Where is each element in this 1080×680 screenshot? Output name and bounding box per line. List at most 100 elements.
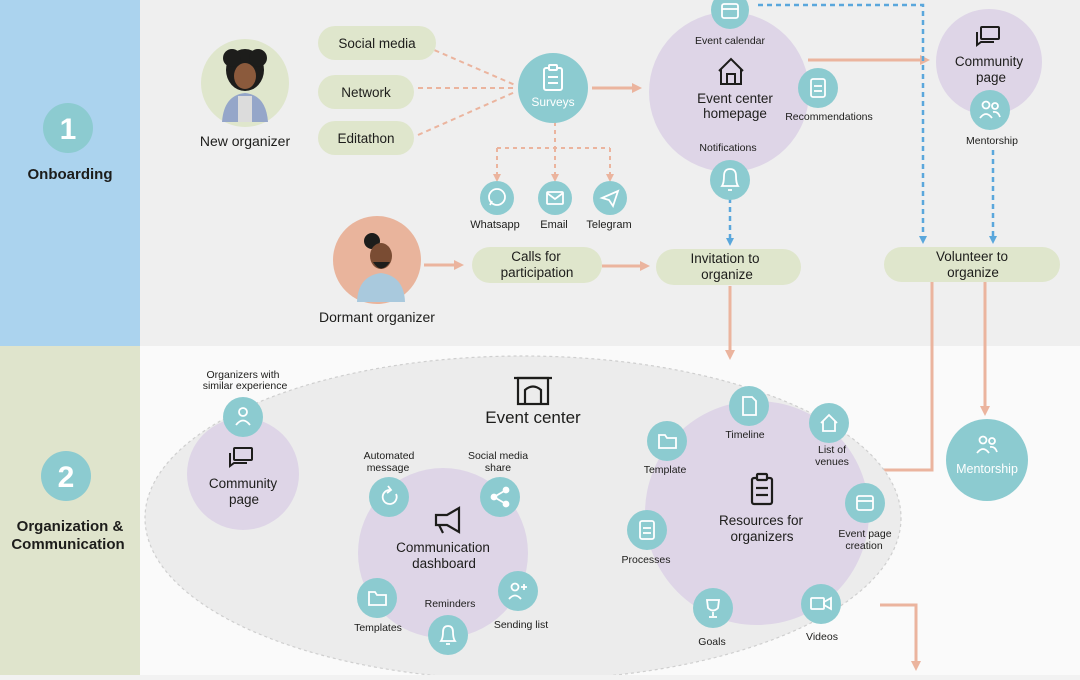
- trophy-icon: [705, 599, 721, 618]
- community-page-top-line1: Community: [955, 54, 1024, 69]
- automated-message-node: [369, 477, 409, 517]
- chat-bubbles-icon: [976, 26, 1000, 47]
- sending-list-node: [498, 571, 538, 611]
- person-icon: [235, 407, 251, 426]
- dashboard-line1: Communication: [396, 540, 490, 555]
- clipboard-icon: [750, 472, 774, 506]
- pill-social-media-label: Social media: [338, 36, 416, 51]
- calendar-icon: [721, 3, 739, 19]
- event-center-homepage-line2: homepage: [703, 106, 767, 121]
- people-icon: [979, 100, 1001, 119]
- automated-line2: message: [367, 462, 410, 474]
- event-calendar-node: [711, 0, 749, 29]
- house-icon: [718, 57, 744, 85]
- clipboard-icon: [543, 64, 563, 91]
- house-icon: [820, 413, 838, 432]
- bell-icon: [439, 625, 457, 645]
- volunteer-to-organize-pill: [884, 247, 1060, 282]
- people-icon: [976, 435, 998, 454]
- videos-label: Videos: [806, 631, 838, 643]
- community-page-node-top: [936, 9, 1042, 115]
- pill-editathon-label: Editathon: [337, 131, 394, 146]
- channel-connectors: [417, 42, 516, 136]
- mentorship-small-node: [970, 90, 1010, 130]
- resources-line2: organizers: [730, 529, 793, 544]
- processes-label: Processes: [621, 554, 670, 566]
- event-page-line1: Event page: [838, 528, 891, 540]
- community-page-top-line2: page: [976, 70, 1006, 85]
- venues-node: [809, 403, 849, 443]
- goals-label: Goals: [698, 636, 725, 648]
- new-organizer-avatar: [201, 39, 289, 127]
- sending-list-label: Sending list: [494, 619, 548, 631]
- template-node: [647, 421, 687, 461]
- bell-icon: [720, 168, 740, 191]
- onboarding-band: [0, 0, 140, 346]
- venues-line1: List of: [818, 444, 846, 456]
- organization-band: [0, 346, 140, 675]
- event-page-line2: creation: [845, 540, 883, 552]
- calls-line1: Calls for: [511, 249, 561, 264]
- mentorship-label: Mentorship: [956, 462, 1018, 476]
- volunteer-line2: organize: [947, 265, 999, 280]
- pill-network: [318, 75, 414, 109]
- similar-experience-line2: similar experience: [203, 380, 288, 392]
- flow-arrows: [424, 55, 990, 671]
- whatsapp-icon: [488, 188, 506, 206]
- event-center-homepage-node: [649, 12, 809, 172]
- venues-line2: venues: [815, 456, 849, 468]
- timeline-label: Timeline: [725, 429, 764, 441]
- surveys-label: Surveys: [531, 95, 574, 109]
- pill-editathon: [318, 121, 414, 155]
- folder-icon: [658, 434, 677, 449]
- stage-1-label: Onboarding: [28, 166, 113, 183]
- templates-node: [357, 578, 397, 618]
- videos-node: [801, 584, 841, 624]
- paper-plane-icon: [599, 189, 620, 209]
- calls-for-participation-pill: [472, 247, 602, 283]
- timeline-node: [729, 386, 769, 426]
- invitation-line1: Invitation to: [690, 251, 759, 266]
- resources-line1: Resources for: [719, 513, 804, 528]
- mentorship-small-label: Mentorship: [966, 135, 1018, 147]
- telegram-label: Telegram: [586, 219, 631, 231]
- recommendations-node: [798, 68, 838, 108]
- templates-label: Templates: [354, 622, 402, 634]
- calendar-icon: [856, 495, 874, 511]
- social-share-line2: share: [485, 462, 511, 474]
- video-camera-icon: [810, 596, 832, 611]
- mentorship-node: [946, 419, 1028, 501]
- surveys-node: [518, 53, 588, 123]
- notifications-label: Notifications: [699, 142, 756, 154]
- stage-1-number: 1: [60, 113, 77, 146]
- telegram-node: [593, 181, 627, 215]
- similar-experience-node: [223, 397, 263, 437]
- share-icon: [490, 486, 510, 508]
- refresh-icon: [381, 485, 398, 505]
- megaphone-icon: [434, 506, 461, 534]
- new-organizer-label: New organizer: [200, 133, 291, 149]
- invitation-line2: organize: [701, 267, 753, 282]
- resources-node: [645, 401, 869, 625]
- social-share-node: [480, 477, 520, 517]
- similar-experience-line1: Organizers with: [207, 369, 280, 381]
- goals-node: [693, 588, 733, 628]
- event-calendar-label: Event calendar: [695, 35, 766, 47]
- recommendations-label: Recommendations: [785, 111, 873, 123]
- event-center-title: Event center: [485, 408, 581, 427]
- dashboard-line2: dashboard: [412, 556, 476, 571]
- email-label: Email: [540, 219, 568, 231]
- reminders-node: [428, 615, 468, 655]
- building-icon: [514, 376, 552, 406]
- template-label: Template: [644, 464, 687, 476]
- stage-2-label-line2: Communication: [11, 536, 124, 553]
- calls-line2: participation: [501, 265, 574, 280]
- chat-bubbles-icon: [229, 447, 253, 468]
- pill-social-media: [318, 26, 436, 60]
- event-page-creation-node: [845, 483, 885, 523]
- processes-node: [627, 510, 667, 550]
- dormant-organizer-avatar: [333, 216, 421, 304]
- notifications-node: [710, 160, 750, 200]
- whatsapp-node: [480, 181, 514, 215]
